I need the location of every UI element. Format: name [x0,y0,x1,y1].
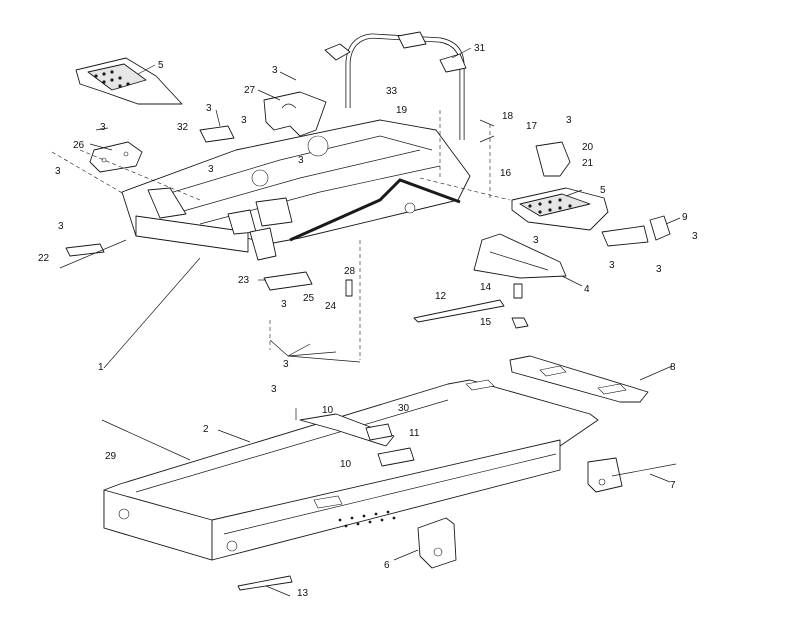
callout-12: 12 [435,291,447,302]
part-7-bracket [587,457,677,493]
callout-3: 3 [100,122,106,133]
leader-lines [89,47,681,597]
upper-frame [121,119,471,253]
part-11-hinge [299,413,395,447]
callout-2: 2 [203,424,209,435]
callout-13: 13 [297,588,309,599]
callout-3: 3 [281,299,287,310]
callout-3: 3 [298,155,304,166]
callout-18: 18 [502,111,514,122]
part-27-bracket [263,91,327,137]
part-12-strip [413,299,505,323]
part-28-bolt [345,279,353,297]
part-32-clip [199,125,235,143]
callout-3: 3 [533,235,539,246]
part-5-step-plate-right [511,187,609,231]
callout-3: 3 [58,221,64,232]
callout-31: 31 [474,43,486,54]
part-23-hinge [249,227,313,291]
callout-14: 14 [480,282,492,293]
alignment-lines [51,110,511,360]
part-20-bracket [535,141,571,177]
callout-4: 4 [584,284,590,295]
callout-19: 19 [396,105,408,116]
callout-7: 7 [670,480,676,491]
part-4-footrest-bracket [473,233,567,279]
part-2-tunnel [103,379,599,561]
part-14-screw [513,283,523,299]
part-13-rod [237,575,293,591]
callout-27: 27 [244,85,256,96]
callout-11: 11 [409,428,420,439]
callout-3: 3 [208,164,214,175]
callout-17: 17 [526,121,538,132]
part-5-step-plate-left [75,57,183,105]
callout-3: 3 [241,115,247,126]
callout-3: 3 [566,115,572,126]
callout-20: 20 [582,142,594,153]
callout-32: 32 [177,122,189,133]
callout-5: 5 [600,185,606,196]
callout-16: 16 [500,168,512,179]
callout-22: 22 [38,253,50,264]
callout-24: 24 [325,301,337,312]
part-15-nut [511,317,529,329]
callout-3: 3 [609,260,615,271]
callout-30: 30 [398,403,410,414]
callout-3: 3 [283,359,289,370]
callout-10: 10 [340,459,352,470]
callout-3: 3 [271,384,277,395]
part-8-rear-plate [509,355,649,403]
part-6-bracket [417,517,457,569]
callout-33: 33 [386,86,398,97]
callout-1: 1 [98,362,104,373]
callout-21: 21 [582,158,594,169]
callout-6: 6 [384,560,390,571]
callout-labels: 31 5 3 27 33 3 19 18 17 3 32 3 3 26 3 16… [38,43,698,599]
callout-8: 8 [670,362,676,373]
part-31-handle-loop [324,31,467,140]
callout-3: 3 [55,166,61,177]
callout-25: 25 [303,293,315,304]
part-26-plate [89,141,143,173]
callout-5: 5 [158,60,164,71]
callout-26: 26 [73,140,85,151]
part-22-link [59,239,127,269]
callout-15: 15 [480,317,492,328]
callout-23: 23 [238,275,250,286]
callout-10: 10 [322,405,334,416]
part-10-plate [377,447,415,467]
callout-3: 3 [206,103,212,114]
callout-29: 29 [105,451,117,462]
callout-3: 3 [272,65,278,76]
part-9-knob [601,215,671,247]
callout-3: 3 [656,264,662,275]
callout-28: 28 [344,266,356,277]
callout-9: 9 [682,212,688,223]
callout-3: 3 [692,231,698,242]
